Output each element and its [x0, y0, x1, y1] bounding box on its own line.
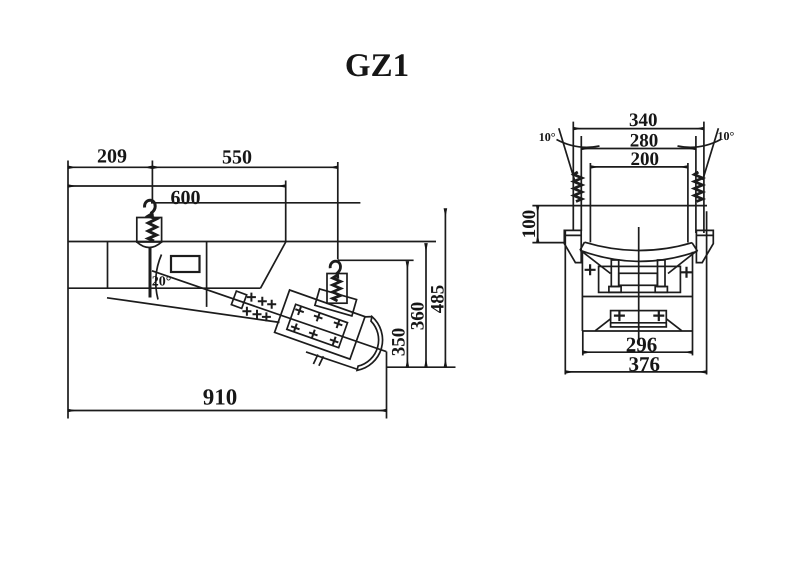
- svg-text:209: 209: [97, 146, 127, 168]
- svg-text:200: 200: [630, 149, 659, 170]
- svg-text:550: 550: [222, 147, 252, 169]
- svg-text:360: 360: [408, 302, 429, 331]
- svg-text:10°: 10°: [717, 129, 734, 143]
- svg-text:280: 280: [630, 131, 659, 152]
- svg-text:910: 910: [203, 385, 238, 410]
- svg-text:296: 296: [626, 333, 658, 357]
- svg-text:485: 485: [428, 285, 449, 314]
- svg-text:340: 340: [629, 110, 658, 131]
- svg-text:600: 600: [171, 187, 201, 209]
- svg-text:20°: 20°: [152, 275, 172, 290]
- svg-text:376: 376: [628, 352, 660, 376]
- svg-text:10°: 10°: [539, 130, 556, 144]
- svg-text:350: 350: [389, 328, 410, 357]
- svg-text:GZ1: GZ1: [345, 48, 409, 84]
- svg-text:100: 100: [519, 210, 540, 239]
